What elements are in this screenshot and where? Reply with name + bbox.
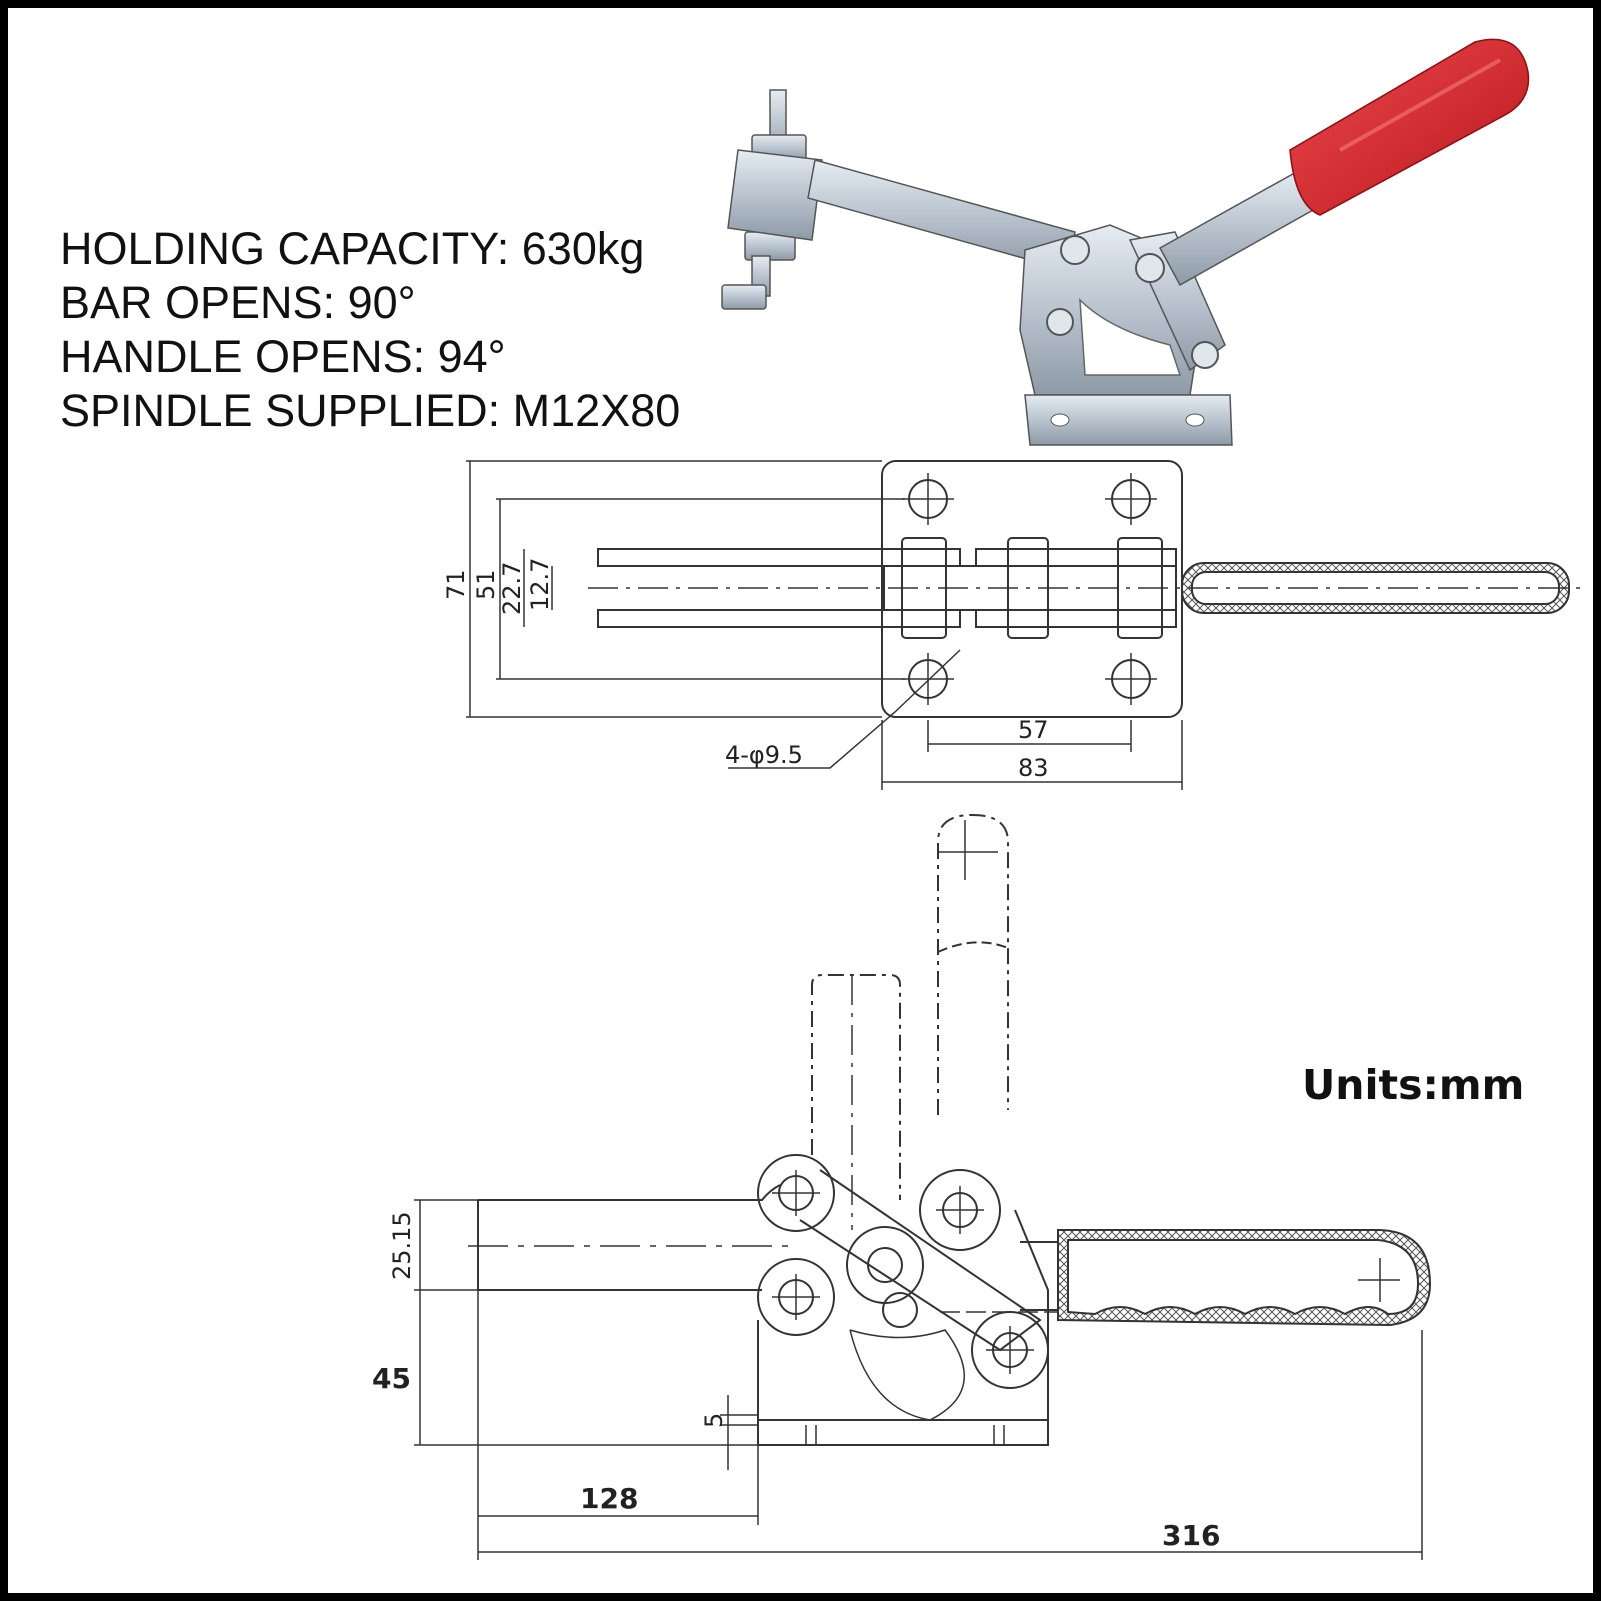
spec-spindle: SPINDLE SUPPLIED: M12X80: [60, 385, 681, 436]
units-label: Units:mm: [1302, 1061, 1525, 1109]
side-view-drawing: [414, 813, 1432, 1560]
dim-overall-height: 71: [442, 569, 470, 600]
dim-plate-thickness: 5: [700, 1413, 728, 1428]
dim-bar-outer-width: 22.7: [498, 562, 526, 615]
dim-base-width: 83: [1018, 754, 1049, 782]
dim-hole-spacing-vertical: 51: [472, 569, 500, 600]
dim-bar-inner-width: 12.7: [526, 558, 554, 611]
dim-pivot-height: 25.15: [388, 1211, 416, 1280]
dim-bar-length: 128: [580, 1482, 638, 1515]
dim-overall-length: 316: [1162, 1519, 1220, 1552]
spec-holding-capacity: HOLDING CAPACITY: 630kg: [60, 223, 645, 274]
top-view-drawing: [466, 460, 1585, 790]
dim-hole-spacing-horizontal: 57: [1018, 716, 1049, 744]
red-grip: [1289, 38, 1530, 216]
dim-base-height: 45: [372, 1362, 411, 1395]
spec-bar-opens: BAR OPENS: 90°: [60, 277, 416, 328]
spec-handle-opens: HANDLE OPENS: 94°: [60, 331, 506, 382]
mounting-holes: [902, 473, 1157, 705]
spec-list: HOLDING CAPACITY: 630kg BAR OPENS: 90° H…: [60, 222, 680, 438]
dim-hole-spec: 4-φ9.5: [725, 741, 803, 769]
clamp-product-illustration: [721, 38, 1530, 446]
